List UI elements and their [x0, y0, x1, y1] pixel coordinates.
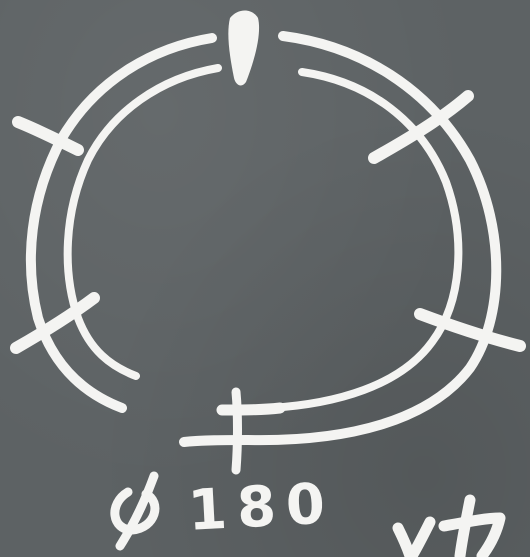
gap-mark-bottom	[236, 392, 238, 470]
outer-ring-arc-left	[31, 38, 212, 408]
inner-ring-arc-left	[68, 68, 218, 376]
scribble-mark-bottom-right	[398, 500, 500, 556]
diameter-value: 180	[187, 476, 337, 540]
diameter-symbol	[115, 476, 155, 546]
outer-ring-arc-right	[184, 36, 496, 442]
gap-mark-top	[228, 11, 259, 86]
tick-mark-bottom	[222, 408, 280, 410]
